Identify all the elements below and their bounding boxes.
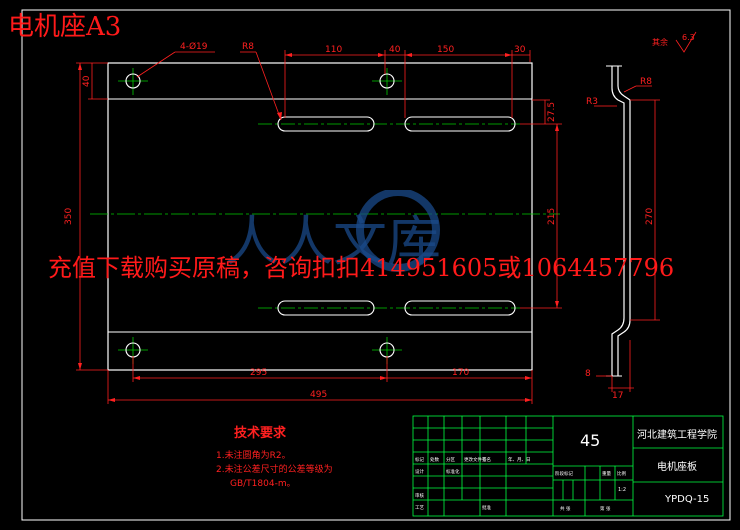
dim-215: 215	[547, 208, 557, 225]
watermark-logo: 人人文库	[225, 190, 441, 273]
dim-30: 30	[514, 45, 526, 55]
watermark-text: 充值下载购买原稿，咨询扣扣414951605或1064457796	[48, 254, 675, 282]
side-profile-view: R8 R3 270 8 17	[585, 65, 660, 401]
slot-bottom-right	[404, 300, 516, 316]
tb-label: 签名	[482, 456, 491, 463]
dimension-arrows	[78, 53, 559, 402]
dim-110: 110	[325, 45, 342, 55]
tech-line-2: 2.未注公差尺寸的公差等级为	[216, 463, 333, 475]
dimension-texts: 4-Ø19 R8 110 40 150 30 40 350 27.5 215 2…	[64, 41, 557, 400]
dim-r8: R8	[242, 42, 254, 52]
title-drawing-no: YPDQ-15	[664, 494, 709, 505]
title-small-labels: 标记 处数 分区 更改文件号 签名 年、月、日 设计 标准化 阶段标记 重量 比…	[415, 456, 626, 512]
roughness-label: 其余	[652, 37, 668, 47]
tech-heading: 技术要求	[234, 425, 287, 441]
side-270: 270	[645, 208, 655, 225]
side-r8: R8	[640, 77, 652, 87]
dim-27-5: 27.5	[547, 102, 557, 122]
tb-label: 设计	[415, 468, 424, 475]
plate-outline	[107, 62, 533, 371]
title-material: 45	[580, 431, 600, 450]
title-block-texts: 45 河北建筑工程学院 电机座板 YPDQ-15 1:2 标记 处数 分区 更改…	[415, 428, 717, 512]
drawing-frame	[21, 9, 731, 521]
tech-line-1: 1.未注圆角为R2。	[216, 449, 291, 461]
tb-label: 共 张	[560, 505, 571, 512]
dim-150: 150	[437, 45, 454, 55]
title-part-name: 电机座板	[657, 460, 697, 473]
tb-label: 处数	[430, 456, 439, 463]
document-title: 电机座A3	[8, 12, 122, 42]
tb-label: 标记	[415, 456, 424, 463]
tech-line-3: GB/T1804-m。	[230, 479, 296, 489]
tb-label: 批准	[482, 504, 491, 511]
tb-label: 工艺	[415, 505, 424, 511]
dim-holes-spec: 4-Ø19	[180, 41, 208, 52]
roughness-symbol: 其余 6.3	[652, 31, 697, 53]
tb-label: 第 张	[600, 505, 611, 512]
slot-top-left	[277, 116, 375, 132]
dim-350: 350	[64, 208, 74, 225]
tb-label: 标准化	[446, 468, 460, 475]
dim-495: 495	[310, 390, 327, 400]
title-scale: 1:2	[618, 487, 626, 493]
tb-label: 重量	[602, 470, 611, 477]
dim-295: 295	[250, 368, 267, 378]
tech-requirements: 技术要求 1.未注圆角为R2。 2.未注公差尺寸的公差等级为 GB/T1804-…	[216, 425, 333, 489]
tb-label: 比例	[617, 470, 626, 477]
mounting-hole	[125, 73, 141, 89]
title-block	[412, 415, 724, 517]
top-dimension-lines	[76, 50, 562, 404]
side-17: 17	[612, 391, 623, 401]
side-r3: R3	[586, 97, 598, 107]
tb-label: 年、月、日	[508, 456, 531, 463]
dim-40-left: 40	[82, 75, 92, 87]
tb-label: 更改文件号	[464, 456, 487, 463]
tb-label: 阶段标记	[555, 470, 573, 477]
roughness-value: 6.3	[682, 33, 695, 42]
tb-label: 分区	[446, 456, 455, 463]
tb-label: 审核	[415, 492, 424, 499]
slot-top-right	[404, 116, 516, 132]
mounting-hole	[379, 73, 395, 89]
title-school: 河北建筑工程学院	[637, 428, 717, 441]
slot-bottom-left	[277, 300, 375, 316]
dim-170: 170	[452, 368, 469, 378]
watermark-logo-text: 人人文库	[225, 210, 441, 273]
dim-40: 40	[389, 45, 401, 55]
side-8: 8	[585, 369, 591, 379]
